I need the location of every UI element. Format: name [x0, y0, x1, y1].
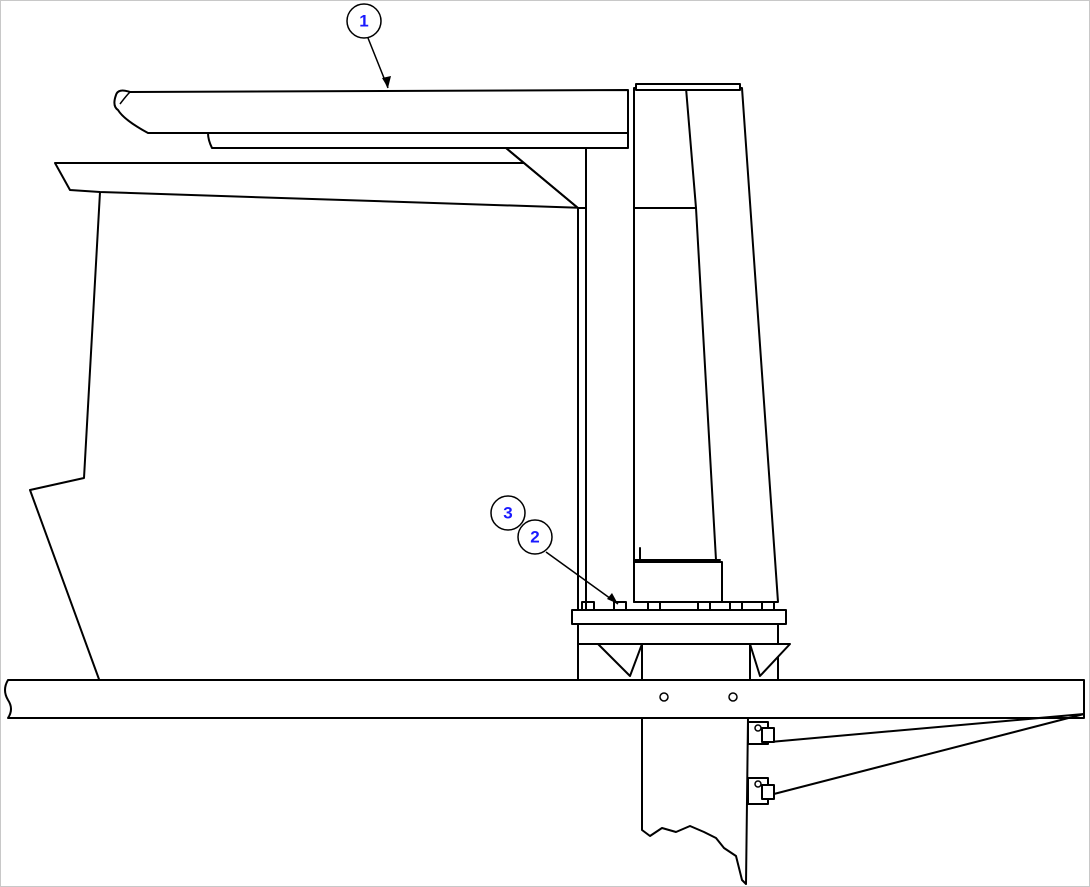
base-flange	[571, 601, 787, 625]
callout-balloon-2[interactable]: 2	[517, 519, 553, 555]
cab-side-panel	[29, 191, 101, 683]
main-column	[633, 83, 779, 603]
flange-bolts	[581, 601, 775, 611]
callout-label-2: 2	[530, 528, 539, 547]
rear-support-post	[577, 144, 587, 611]
top-rail	[113, 89, 629, 149]
callout-leaders	[367, 37, 619, 605]
callout-balloon-1[interactable]: 1	[346, 3, 382, 39]
upper-frame	[54, 142, 587, 209]
lower-post	[641, 717, 749, 885]
lower-brace	[747, 713, 1085, 805]
base-beam	[4, 679, 1085, 719]
callout-label-3: 3	[503, 504, 512, 523]
callout-label-1: 1	[359, 12, 368, 31]
callout-balloon-3[interactable]: 3	[490, 495, 526, 531]
mount-pedestal	[577, 623, 791, 681]
